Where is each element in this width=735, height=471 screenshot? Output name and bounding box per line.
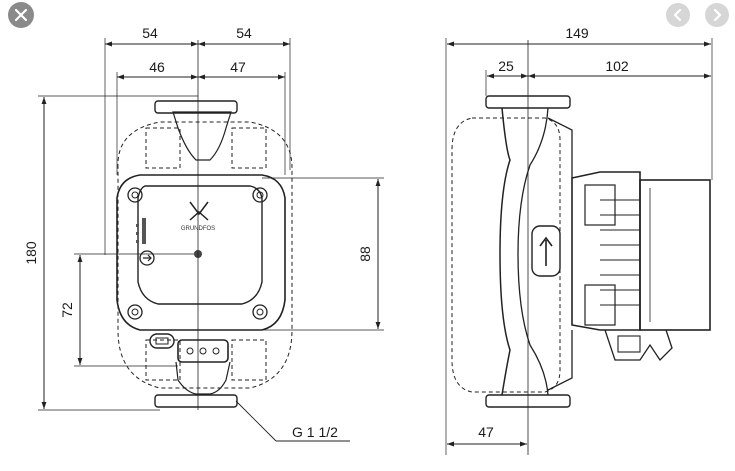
dim-label-top-left: 54 bbox=[142, 25, 158, 41]
chevron-right-icon bbox=[713, 9, 722, 21]
front-view: GRUNDFOS bbox=[38, 38, 384, 442]
side-view bbox=[445, 38, 713, 455]
thread-label: G 1 1/2 bbox=[292, 424, 338, 440]
front-top-flange bbox=[154, 100, 238, 114]
dim-label-height: 180 bbox=[23, 241, 39, 265]
front-plug-main bbox=[177, 339, 229, 363]
dim-label-bottom-offset: 47 bbox=[478, 424, 494, 440]
next-image-button[interactable] bbox=[705, 3, 729, 27]
side-shell-outline bbox=[451, 117, 561, 393]
dim-label-right-length: 102 bbox=[605, 58, 629, 74]
side-pipe-body bbox=[499, 107, 511, 396]
front-plug-small bbox=[149, 333, 175, 349]
dim-label-inner-right: 47 bbox=[230, 59, 246, 75]
front-top-neck bbox=[172, 111, 232, 161]
flow-arrow-icon bbox=[539, 236, 553, 266]
dim-label-left-offset: 25 bbox=[498, 58, 514, 74]
dim-label-box-height: 88 bbox=[357, 246, 373, 262]
close-button[interactable] bbox=[8, 2, 34, 28]
dim-label-inner-left: 46 bbox=[149, 59, 165, 75]
close-icon bbox=[15, 9, 27, 21]
front-mode-button-icon bbox=[139, 250, 155, 266]
pump-logo-icon bbox=[189, 201, 209, 221]
front-control-box bbox=[137, 185, 263, 305]
side-connector bbox=[604, 329, 673, 362]
dim-label-total-length: 149 bbox=[565, 25, 589, 41]
dim-label-axis-height: 72 bbox=[59, 302, 75, 318]
side-motor-body bbox=[571, 171, 641, 331]
previous-image-button[interactable] bbox=[666, 3, 690, 27]
front-bottom-flange bbox=[154, 394, 238, 408]
dim-label-top-right: 54 bbox=[236, 25, 252, 41]
chevron-left-icon bbox=[673, 9, 682, 21]
